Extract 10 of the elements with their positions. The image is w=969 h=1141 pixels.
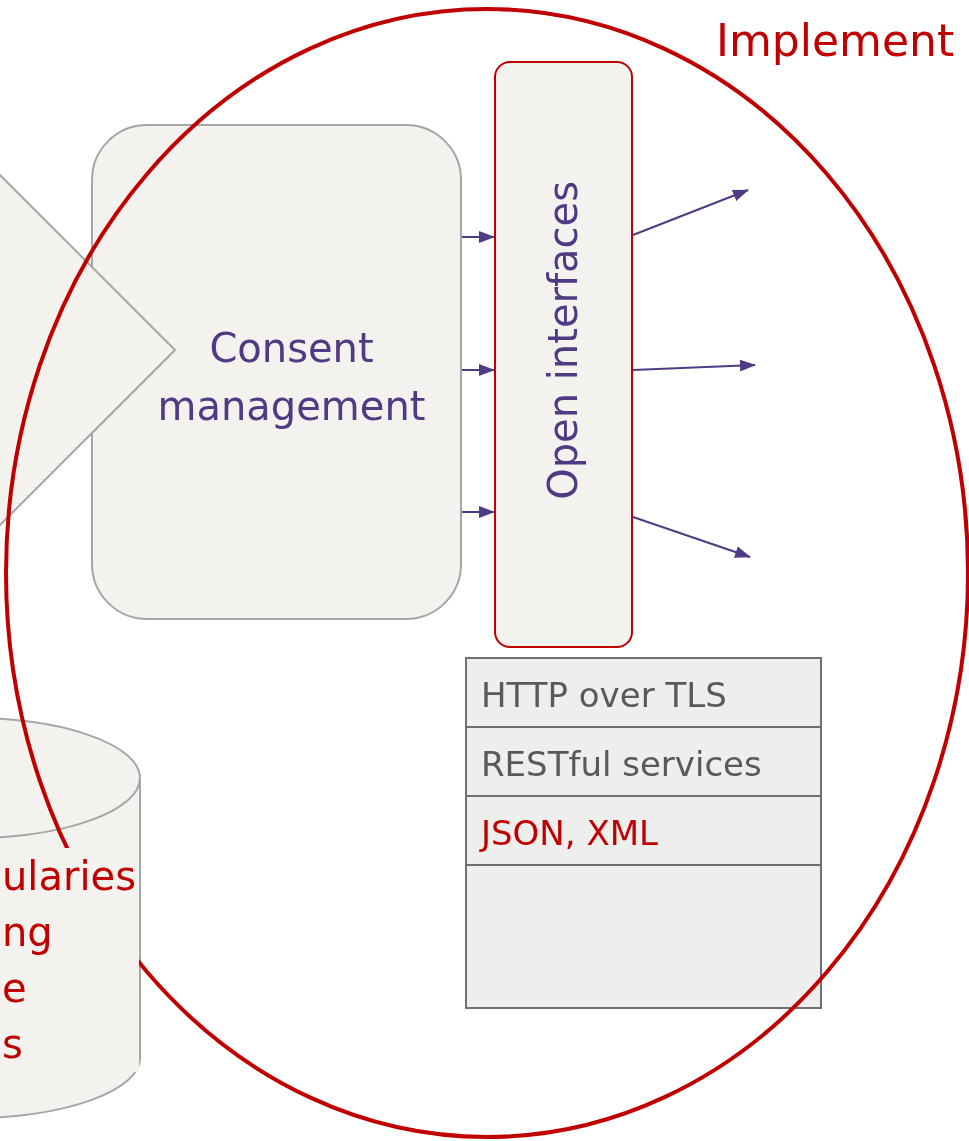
arrow	[632, 516, 751, 558]
arrow	[461, 506, 495, 518]
region-title: Implement	[716, 16, 955, 67]
vertical-label: Open interfaces	[539, 181, 587, 500]
box-label: Consent management	[156, 324, 427, 431]
cylinder-label: ularies ng e s	[2, 848, 139, 1072]
arrow	[632, 189, 749, 236]
arrow	[632, 359, 756, 372]
arrow	[461, 364, 495, 376]
arrow	[461, 231, 495, 243]
